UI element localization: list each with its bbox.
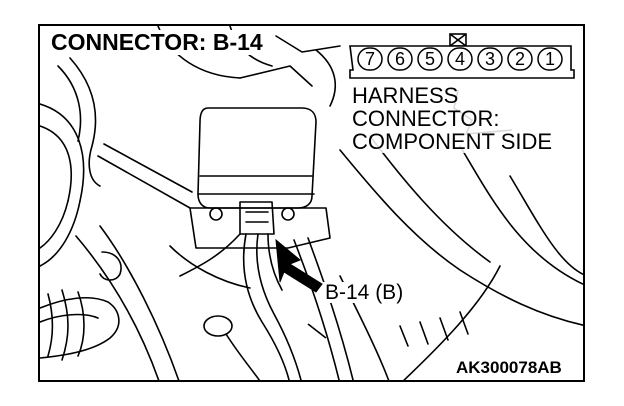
connector-pin <box>417 47 443 71</box>
harness-label-line3: COMPONENT SIDE <box>352 129 553 154</box>
harness-label-line2: CONNECTOR: <box>352 106 500 131</box>
connector-pin <box>477 47 503 71</box>
connector-pin-number: 3 <box>485 49 495 69</box>
connector-pin-number: 2 <box>515 49 525 69</box>
figure-code: AK300078AB <box>454 358 564 377</box>
connector-pin-number: 4 <box>455 49 465 69</box>
connector-pin-number: 1 <box>545 49 555 69</box>
connector-pin-number: 5 <box>425 49 435 69</box>
connector-pin <box>357 47 383 71</box>
leader-graphics <box>275 89 513 339</box>
connector-pin-number: 7 <box>365 49 375 69</box>
harness-connector-label: HARNESS CONNECTOR: COMPONENT SIDE <box>350 83 555 154</box>
callout-label: B-14 (B) <box>323 281 406 304</box>
harness-label-line1: HARNESS <box>352 83 459 108</box>
connector-pin <box>447 47 473 71</box>
connector-pin <box>387 47 413 71</box>
connector-title: CONNECTOR: B-14 <box>48 30 266 55</box>
connector-pin-number: 6 <box>395 49 405 69</box>
connector-pin <box>537 47 563 71</box>
callout-arrow <box>275 238 323 293</box>
connector-pin <box>507 47 533 71</box>
